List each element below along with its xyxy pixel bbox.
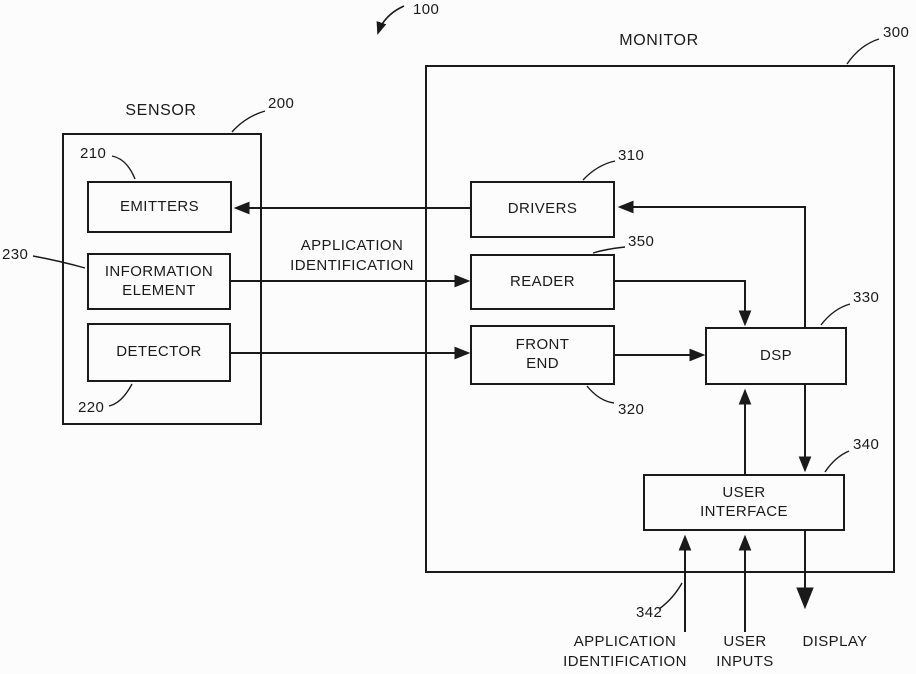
leader-300: [846, 38, 880, 65]
leader-200: [231, 110, 266, 133]
sensor-ref: 200: [268, 95, 295, 112]
figure-ref: 100: [413, 1, 440, 18]
drivers-label: DRIVERS: [507, 200, 578, 218]
sensor-box: [62, 133, 262, 425]
emitters-label: EMITTERS: [119, 197, 200, 215]
user-inputs-label: USER INPUTS: [716, 633, 774, 670]
dsp-label: DSP: [759, 346, 793, 364]
leader-350: [592, 246, 626, 254]
leader-320: [586, 385, 615, 404]
emitters-block: EMITTERS: [87, 181, 232, 233]
information-element-block: INFORMATION ELEMENT: [87, 253, 231, 310]
leader-230: [32, 255, 86, 269]
arrow-dsp-to-drivers: [617, 200, 806, 327]
user-interface-block: USER INTERFACE: [643, 474, 845, 531]
front-end-label: FRONT END: [515, 336, 570, 372]
dsp-ref: 330: [853, 289, 880, 306]
leader-210: [111, 155, 136, 180]
user-interface-ref: 340: [853, 436, 880, 453]
leader-220: [108, 383, 133, 407]
application-identification-mid-label: APPLICATION IDENTIFICATION: [290, 237, 414, 274]
sensor-title: SENSOR: [125, 102, 197, 119]
application-identification-bottom-ref: 342: [636, 604, 663, 621]
application-identification-bottom-label: APPLICATION IDENTIFICATION: [563, 633, 687, 670]
monitor-title: MONITOR: [619, 32, 699, 49]
detector-ref: 220: [78, 399, 105, 416]
front-end-ref: 320: [618, 401, 645, 418]
emitters-ref: 210: [80, 145, 107, 162]
figure-ref-arrow: [376, 5, 405, 35]
detector-label: DETECTOR: [116, 343, 202, 361]
front-end-block: FRONT END: [470, 325, 615, 385]
reader-label: READER: [510, 272, 575, 290]
monitor-box: [425, 65, 895, 573]
drivers-block: DRIVERS: [470, 181, 615, 238]
display-label: DISPLAY: [802, 633, 868, 650]
leader-342: [658, 582, 683, 610]
detector-block: DETECTOR: [87, 323, 231, 382]
drivers-ref: 310: [618, 147, 645, 164]
dsp-block: DSP: [705, 327, 847, 385]
reader-block: READER: [470, 254, 615, 310]
leader-340: [824, 450, 850, 473]
leader-310: [582, 160, 616, 181]
arrow-reader-to-dsp: [615, 280, 752, 327]
information-element-ref: 230: [2, 246, 29, 263]
monitor-ref: 300: [883, 24, 910, 41]
leader-330: [820, 303, 851, 326]
user-interface-label: USER INTERFACE: [700, 483, 788, 520]
reader-ref: 350: [628, 233, 655, 250]
information-element-label: INFORMATION ELEMENT: [104, 262, 214, 299]
